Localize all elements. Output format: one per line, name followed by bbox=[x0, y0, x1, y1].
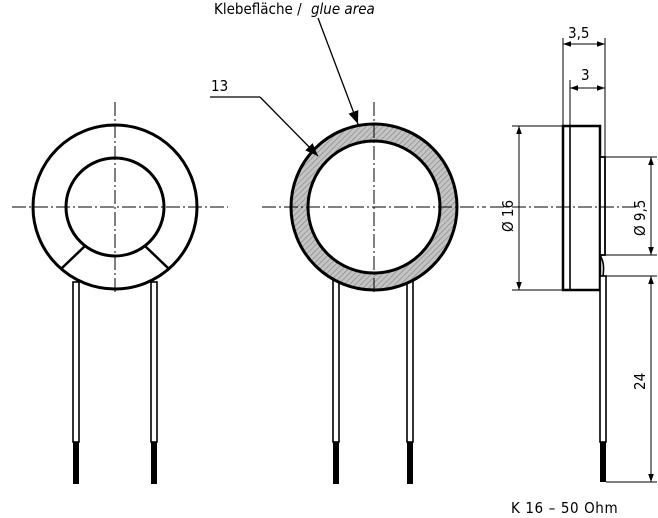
glue-area-label: Klebefläche / glue area bbox=[214, 0, 375, 18]
part-number-label: 13 bbox=[211, 77, 228, 95]
side-view-lead bbox=[599, 275, 607, 443]
front-view bbox=[12, 102, 228, 484]
glue-area-view: Klebefläche / glue area 13 bbox=[210, 0, 486, 484]
side-view: 3,5 3 Ø 16 Ø 9,5 24 bbox=[490, 24, 657, 483]
dim-back-diameter: Ø 9,5 bbox=[631, 200, 649, 236]
model-label: K 16 – 50 Ohm bbox=[511, 499, 618, 517]
front-view-leads bbox=[72, 281, 158, 484]
glue-view-leads bbox=[332, 269, 414, 484]
side-view-back bbox=[599, 156, 606, 256]
dim-outer-diameter: Ø 16 bbox=[499, 200, 517, 232]
dim-total-thickness: 3,5 bbox=[568, 24, 589, 42]
side-view-body bbox=[561, 124, 602, 292]
dim-lead-length: 24 bbox=[631, 373, 649, 390]
dim-body-thickness: 3 bbox=[581, 66, 590, 84]
